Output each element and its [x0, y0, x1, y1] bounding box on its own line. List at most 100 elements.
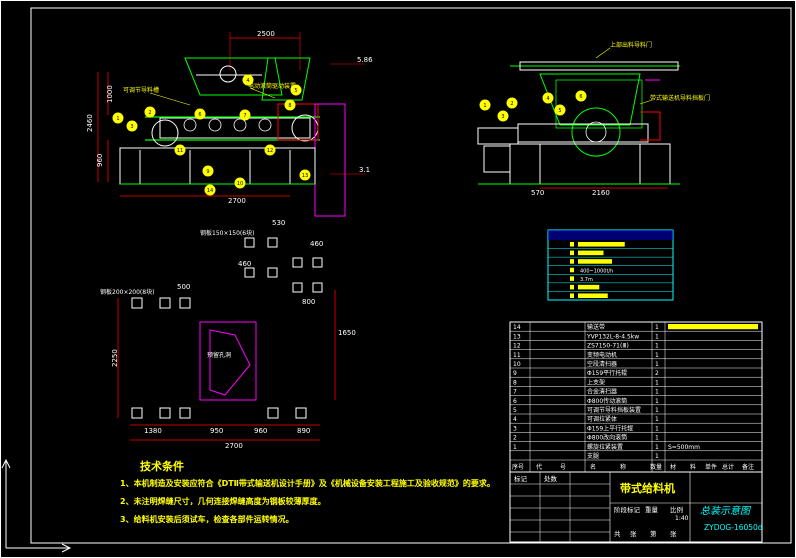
- technical-notes: 技术条件 1、本机制造及安装应符合《DTⅡ带式输送机设计手册》及《机械设备安装工…: [120, 459, 495, 524]
- balloon-number: 5: [294, 88, 297, 94]
- parts-cell: 3: [513, 425, 517, 432]
- spec-row-bar: [578, 250, 604, 256]
- dim-side-left: 570: [531, 189, 544, 197]
- parts-header-cell: 材: [670, 463, 676, 471]
- parts-cell: 1: [655, 407, 659, 414]
- dim-plan-800: 800: [302, 298, 315, 306]
- dim-plan-2700: 2700: [225, 442, 243, 450]
- balloon-number: 7: [243, 113, 246, 119]
- note-3: 3、给料机安装后须试车，检查各部件运转情况。: [120, 514, 294, 524]
- tb-label-8: 比例: [670, 505, 683, 514]
- note-2: 2、未注明焊缝尺寸，几何连接焊缝高度为钢板较薄厚度。: [120, 496, 326, 506]
- front-view: 2500 2460 1000 960 2700 5.86 3.1: [86, 30, 373, 217]
- parts-cell: 9: [513, 370, 517, 377]
- balloon-number: 1: [483, 103, 486, 109]
- notes-title: 技术条件: [140, 459, 184, 473]
- spec-row-bar: [578, 293, 608, 298]
- dim-plan-500: 500: [177, 283, 190, 291]
- parts-cell: 1: [655, 352, 659, 359]
- parts-header-cell: 数量: [650, 463, 662, 471]
- parts-cell: 4: [513, 416, 517, 423]
- parts-cell: 1: [655, 389, 659, 396]
- parts-header-cell: 名: [590, 463, 596, 471]
- parts-cell: 2: [655, 370, 659, 377]
- parts-cell: S=500mm: [668, 444, 700, 451]
- balloon-number: 11: [177, 148, 183, 154]
- tb-label-9: 共: [614, 529, 621, 538]
- parts-cell: 1: [655, 333, 659, 340]
- label-plate-small: 钢板150×150(6块): [200, 229, 254, 237]
- spec-row-marker: [570, 259, 574, 264]
- parts-cell: 可调节导料挡板装置: [587, 406, 641, 414]
- parts-cell: 1: [655, 425, 659, 432]
- balloon-number: 6: [579, 94, 582, 100]
- parts-cell: 1: [655, 453, 659, 460]
- parts-cell: 8: [513, 379, 517, 386]
- parts-header-cell: 序号: [512, 463, 524, 471]
- dim-plan-890: 890: [297, 427, 310, 435]
- parts-cell: 11: [513, 352, 521, 359]
- balloon-number: 4: [246, 78, 249, 84]
- balloon-number: 3: [130, 124, 133, 130]
- spec-table: 400~1000t/h3.7m: [547, 229, 674, 301]
- tb-label-0: 标记: [514, 474, 528, 483]
- parts-cell: Φ800传动滚筒: [587, 397, 627, 405]
- dim-plan-1380: 1380: [144, 427, 162, 435]
- label-plate-large: 钢板200×200(8块): [100, 288, 154, 296]
- spec-row-bar: [578, 259, 612, 264]
- spec-row-bar: [578, 284, 600, 290]
- tb-label-10: 张: [630, 529, 637, 538]
- parts-cell: 上支架: [587, 378, 605, 386]
- spec-row-marker: [570, 284, 574, 290]
- spec-row-marker: [570, 242, 574, 247]
- parts-cell: Φ800改向滚筒: [587, 434, 627, 442]
- spec-row-marker: [570, 293, 574, 298]
- level-bottom: 3.1: [359, 166, 370, 174]
- balloon-number: 12: [267, 148, 273, 154]
- balloon-number: 1: [116, 116, 119, 122]
- parts-cell: 2: [513, 435, 517, 442]
- label-scraper: 带式输送机导料挡板门: [650, 94, 710, 102]
- parts-header-cell: 备注: [742, 463, 754, 471]
- balloon-number: 5: [558, 108, 561, 114]
- parts-cell: 1: [655, 379, 659, 386]
- parts-cell: 螺旋拉紧装置: [587, 443, 623, 451]
- parts-cell: 支腿: [587, 452, 599, 460]
- inner-frame: [30, 7, 792, 544]
- dim-plan-530: 530: [272, 219, 285, 227]
- parts-cell: 1: [655, 324, 659, 331]
- dim-bottom: 2700: [228, 197, 246, 205]
- parts-cell: 空段清扫器: [587, 360, 617, 368]
- parts-cell: 1: [655, 435, 659, 442]
- title-block: 带式给料机 总装示意图 ZYDOG-16050d 1:40 标记 处数 阶段标记…: [509, 471, 763, 543]
- parts-cell: 10: [513, 361, 521, 368]
- parts-cell: 12: [513, 343, 521, 350]
- parts-cell: 5: [513, 407, 517, 414]
- tb-label-7: 重量: [645, 506, 659, 514]
- parts-header-cell: 号: [560, 464, 566, 471]
- label-hopper: 上部出料导料门: [610, 41, 652, 49]
- parts-header-cell: 称: [620, 463, 626, 471]
- parts-cell: ZS7150-71(Ⅲ): [587, 343, 629, 350]
- parts-cell: 1: [655, 343, 659, 350]
- parts-cell: 合金清扫器: [587, 388, 617, 396]
- dim-plan-950: 950: [210, 427, 223, 435]
- balloon-number: 4: [546, 96, 549, 102]
- balloon-number: 10: [237, 181, 243, 187]
- parts-cell: 14: [513, 324, 521, 331]
- parts-cell: YVP132L-8-4.5kw: [586, 333, 639, 340]
- drawing-name: 总装示意图: [700, 505, 752, 517]
- parts-header-cell: 单件: [705, 463, 717, 471]
- spec-row-marker: [570, 267, 574, 273]
- dim-h-leg: 960: [96, 154, 104, 167]
- parts-header-cell: 料: [690, 463, 696, 471]
- parts-cell: 输送带: [587, 323, 605, 331]
- balloon-number: 2: [510, 101, 513, 107]
- label-motor: 电动滚筒驱动装置: [248, 82, 296, 90]
- parts-header-cell: 代: [536, 463, 542, 471]
- parts-cell: 1: [655, 361, 659, 368]
- dim-plan-2250: 2250: [111, 349, 119, 367]
